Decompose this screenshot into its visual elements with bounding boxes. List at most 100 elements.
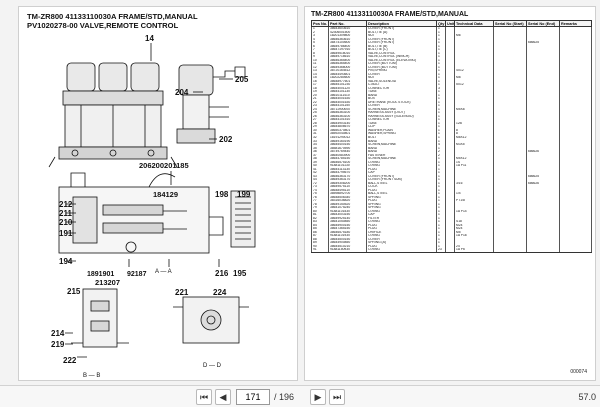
table-cell bbox=[559, 199, 592, 203]
zoom-level[interactable]: 57.0 bbox=[578, 392, 596, 402]
callout-216: 216 bbox=[215, 269, 229, 278]
page-number-input[interactable] bbox=[236, 389, 270, 405]
table-cell bbox=[559, 83, 592, 87]
prev-page-button[interactable]: ◀ bbox=[215, 389, 231, 405]
table-cell bbox=[559, 230, 592, 235]
table-cell bbox=[559, 206, 592, 210]
table-cell bbox=[559, 118, 592, 122]
table-cell bbox=[559, 234, 592, 238]
table-cell: O-RING bbox=[366, 248, 437, 254]
table-cell bbox=[559, 107, 592, 112]
table-cell bbox=[559, 104, 592, 108]
first-page-icon: ⏮ bbox=[199, 392, 209, 402]
section-b-b bbox=[71, 288, 129, 348]
table-cell bbox=[559, 164, 592, 168]
table-cell bbox=[559, 114, 592, 119]
table-cell bbox=[559, 76, 592, 80]
right-page-parts-list: TM-ZR800 41133110030A FRAME/STD,MANUAL P… bbox=[304, 6, 596, 381]
table-cell bbox=[559, 111, 592, 115]
table-cell bbox=[559, 213, 592, 217]
table-cell bbox=[559, 55, 592, 59]
section-label-b-b: B — B bbox=[83, 373, 100, 379]
callout-195: 195 bbox=[233, 269, 247, 278]
last-page-icon: ⏭ bbox=[332, 392, 342, 402]
callout-184129: 184129 bbox=[153, 190, 178, 199]
table-cell: 23 bbox=[436, 248, 446, 254]
callout-14: 14 bbox=[145, 34, 154, 43]
table-cell bbox=[559, 146, 592, 151]
valve-block-top bbox=[48, 62, 178, 168]
table-cell: 91 bbox=[311, 248, 329, 254]
left-page-diagram: TM-ZR800 41133110030A FRAME/STD,MANUAL P… bbox=[18, 6, 298, 381]
first-page-button[interactable]: ⏮ bbox=[196, 389, 212, 405]
table-cell bbox=[559, 178, 592, 182]
callout-215: 215 bbox=[67, 287, 81, 296]
callout-204: 204 bbox=[175, 88, 189, 97]
callout-205: 205 bbox=[235, 75, 249, 84]
table-cell bbox=[559, 237, 592, 242]
table-cell bbox=[559, 143, 592, 147]
next-page-button[interactable]: ▶ bbox=[310, 389, 326, 405]
table-cell bbox=[559, 100, 592, 105]
section-d-d bbox=[173, 296, 249, 344]
table-cell bbox=[559, 171, 592, 175]
table-cell bbox=[559, 223, 592, 228]
table-cell bbox=[445, 248, 455, 254]
last-page-button[interactable]: ⏭ bbox=[329, 389, 345, 405]
table-cell bbox=[559, 167, 592, 172]
solenoid-assembly bbox=[176, 64, 246, 144]
table-cell bbox=[493, 248, 527, 254]
valve-diagram-svg: 14 205 204 202 206200201185 184129 198 1… bbox=[48, 34, 256, 379]
table-cell bbox=[559, 135, 592, 140]
prev-page-icon: ◀ bbox=[219, 392, 227, 402]
table-cell bbox=[559, 97, 592, 101]
table-cell bbox=[559, 248, 592, 254]
callout-92187: 92187 bbox=[127, 271, 147, 278]
callout-198: 198 bbox=[215, 190, 229, 199]
callout-202: 202 bbox=[219, 135, 233, 144]
column-header: Remarks bbox=[559, 20, 592, 27]
callout-199: 199 bbox=[237, 190, 251, 199]
table-cell bbox=[559, 241, 592, 245]
table-cell bbox=[559, 195, 592, 200]
table-cell bbox=[559, 34, 592, 38]
diagram-title: TM-ZR800 41133110030A FRAME/STD,MANUAL P… bbox=[27, 12, 198, 30]
table-cell bbox=[559, 202, 592, 207]
